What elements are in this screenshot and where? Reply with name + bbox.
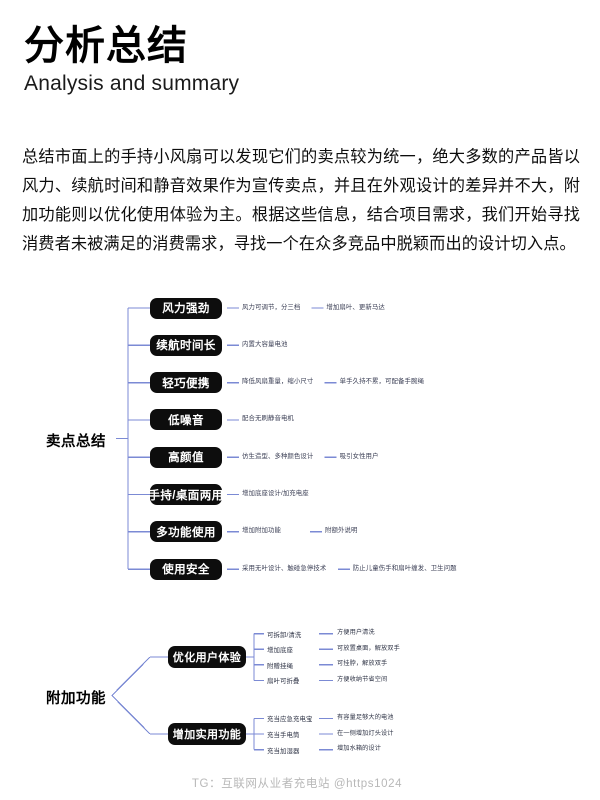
addon-item-1-1: 可拆卸/清洗 <box>267 631 302 639</box>
addon-note-1-1: 方便用户清洗 <box>337 629 375 637</box>
addon-item-2-1: 充当应急充电宝 <box>267 716 313 724</box>
addon-note-2-1: 有容量足够大的电池 <box>337 713 394 721</box>
branch1-root-label: 卖点总结 <box>46 433 106 450</box>
sellingpoint-node-3[interactable]: 轻巧便携 <box>150 372 222 394</box>
sellingpoint-node-1[interactable]: 风力强劲 <box>150 297 222 319</box>
sellingpoint-note2-3: 单手久持不累，可配备手腕绳 <box>339 378 424 386</box>
sellingpoint-node-7[interactable]: 多功能使用 <box>150 521 222 543</box>
addon-item-1-2: 增加底座 <box>267 647 293 655</box>
branch2-root-label: 附加功能 <box>46 690 106 707</box>
mindmap-diagram: 卖点总结 附加功能 风力强劲 风力可调节，分三档 增加扇叶、更新马达续航时间长 内置大… <box>0 286 600 766</box>
sellingpoint-node-6[interactable]: 手持/桌面两用 <box>149 484 223 505</box>
sellingpoint-note2-1: 增加扇叶、更新马达 <box>326 303 385 311</box>
sellingpoint-note1-8: 采用无叶设计、触碰急停技术 <box>242 564 327 572</box>
sellingpoint-note1-7: 增加附加功能 <box>242 527 281 535</box>
sellingpoint-node-2[interactable]: 续航时间长 <box>150 334 222 356</box>
summary-paragraph: 总结市面上的手持小风扇可以发现它们的卖点较为统一，绝大多数的产品皆以风力、续航时… <box>22 148 580 253</box>
sellingpoint-note1-1: 风力可调节，分三档 <box>242 303 301 311</box>
sellingpoint-note1-5: 仿生造型、多种颜色设计 <box>242 452 314 460</box>
addon-note-2-2: 在一侧增加灯头设计 <box>337 729 394 737</box>
sellingpoint-note1-2: 内置大容量电池 <box>242 340 288 348</box>
sellingpoint-note1-6: 增加底座设计/加充电座 <box>242 490 309 497</box>
addon-note-2-3: 增加水箱的设计 <box>337 745 382 753</box>
addon-item-2-3: 充当加湿器 <box>267 747 300 755</box>
sellingpoint-note2-7: 附额外说明 <box>325 527 358 535</box>
page-title-cn: 分析总结 <box>24 24 188 68</box>
sellingpoint-node-5[interactable]: 高颜值 <box>150 446 222 468</box>
sellingpoint-note2-5: 吸引女性用户 <box>339 452 379 460</box>
addon-group-node-2[interactable]: 增加实用功能 <box>168 723 246 745</box>
addon-note-1-2: 可放置桌面，解放双手 <box>337 644 400 652</box>
page-title-en: Analysis and summary <box>24 72 240 95</box>
addon-note-1-4: 方便收纳节省空间 <box>337 675 388 683</box>
addon-item-1-4: 扇叶可折叠 <box>267 678 300 686</box>
page-header: 分析总结 Analysis and summary <box>24 24 239 96</box>
sellingpoint-node-4[interactable]: 低噪音 <box>150 409 222 431</box>
addon-group-node-1[interactable]: 优化用户体验 <box>168 646 246 668</box>
sellingpoint-note2-8: 防止儿童伤手和扇叶缠发、卫生问题 <box>352 564 457 572</box>
footer-watermark: TG：互联网从业者充电站 @https1024 <box>191 778 403 790</box>
addon-item-2-2: 充当手电筒 <box>267 732 300 739</box>
addon-note-1-3: 可挂脖，解放双手 <box>337 660 388 668</box>
sellingpoint-note1-3: 降低风扇重量，缩小尺寸 <box>242 378 314 386</box>
sellingpoint-node-8[interactable]: 使用安全 <box>150 558 222 580</box>
addon-item-1-3: 附赠挂绳 <box>267 662 293 670</box>
sellingpoint-note1-4: 配合无刷静音电机 <box>242 415 294 423</box>
connector-lines <box>111 307 350 751</box>
